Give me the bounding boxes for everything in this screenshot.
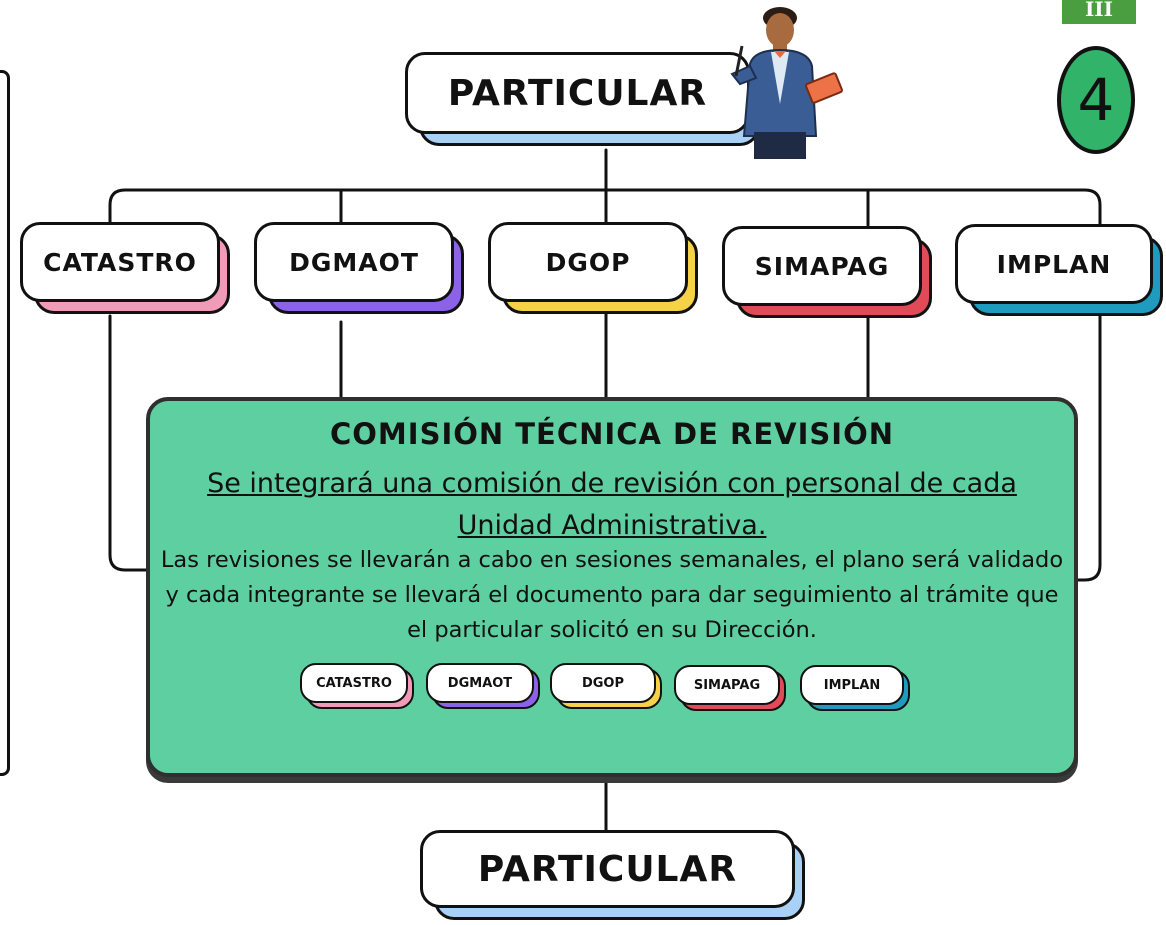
dept-label: SIMAPAG <box>722 226 922 306</box>
commission-subtitle: Se integrará una comisión de revisión co… <box>207 468 1017 541</box>
mini-dept-simapag: SIMAPAG <box>674 665 786 711</box>
mini-dept-label: SIMAPAG <box>674 665 780 705</box>
bottom-particular-node: PARTICULAR <box>420 830 805 920</box>
mini-dept-label: DGMAOT <box>426 663 534 703</box>
commission-body: Las revisiones se llevarán a cabo en ses… <box>160 547 1064 643</box>
dept-label: DGMAOT <box>254 222 454 302</box>
mini-dept-label: IMPLAN <box>800 665 904 705</box>
top-particular-node: PARTICULAR <box>405 52 760 146</box>
dept-node-dgop: DGOP <box>488 222 698 314</box>
dept-label: IMPLAN <box>955 224 1153 304</box>
connector-implan-down <box>1068 314 1102 582</box>
corner-tag: III <box>1062 0 1136 24</box>
dept-node-dgmaot: DGMAOT <box>254 222 464 314</box>
mini-dept-catastro: CATASTRO <box>300 663 414 709</box>
connector-catastro-down <box>108 314 152 572</box>
dept-node-simapag: SIMAPAG <box>722 226 932 318</box>
teacher-illustration-icon <box>730 7 843 159</box>
mini-dept-implan: IMPLAN <box>800 665 910 711</box>
dept-node-implan: IMPLAN <box>955 224 1163 316</box>
left-frame-edge <box>0 70 10 776</box>
commission-title: COMISIÓN TÉCNICA DE REVISIÓN <box>330 417 894 451</box>
dept-label: CATASTRO <box>20 222 220 302</box>
dept-node-catastro: CATASTRO <box>20 222 230 314</box>
mini-dept-label: DGOP <box>550 663 656 703</box>
bottom-particular-label: PARTICULAR <box>420 830 795 908</box>
mini-dept-label: CATASTRO <box>300 663 408 703</box>
top-particular-label: PARTICULAR <box>405 52 750 134</box>
mini-dept-dgmaot: DGMAOT <box>426 663 540 709</box>
dept-label: DGOP <box>488 222 688 302</box>
commission-box: COMISIÓN TÉCNICA DE REVISIÓN Se integrar… <box>146 397 1078 777</box>
step-number-badge: 4 <box>1057 46 1135 154</box>
mini-dept-dgop: DGOP <box>550 663 662 709</box>
